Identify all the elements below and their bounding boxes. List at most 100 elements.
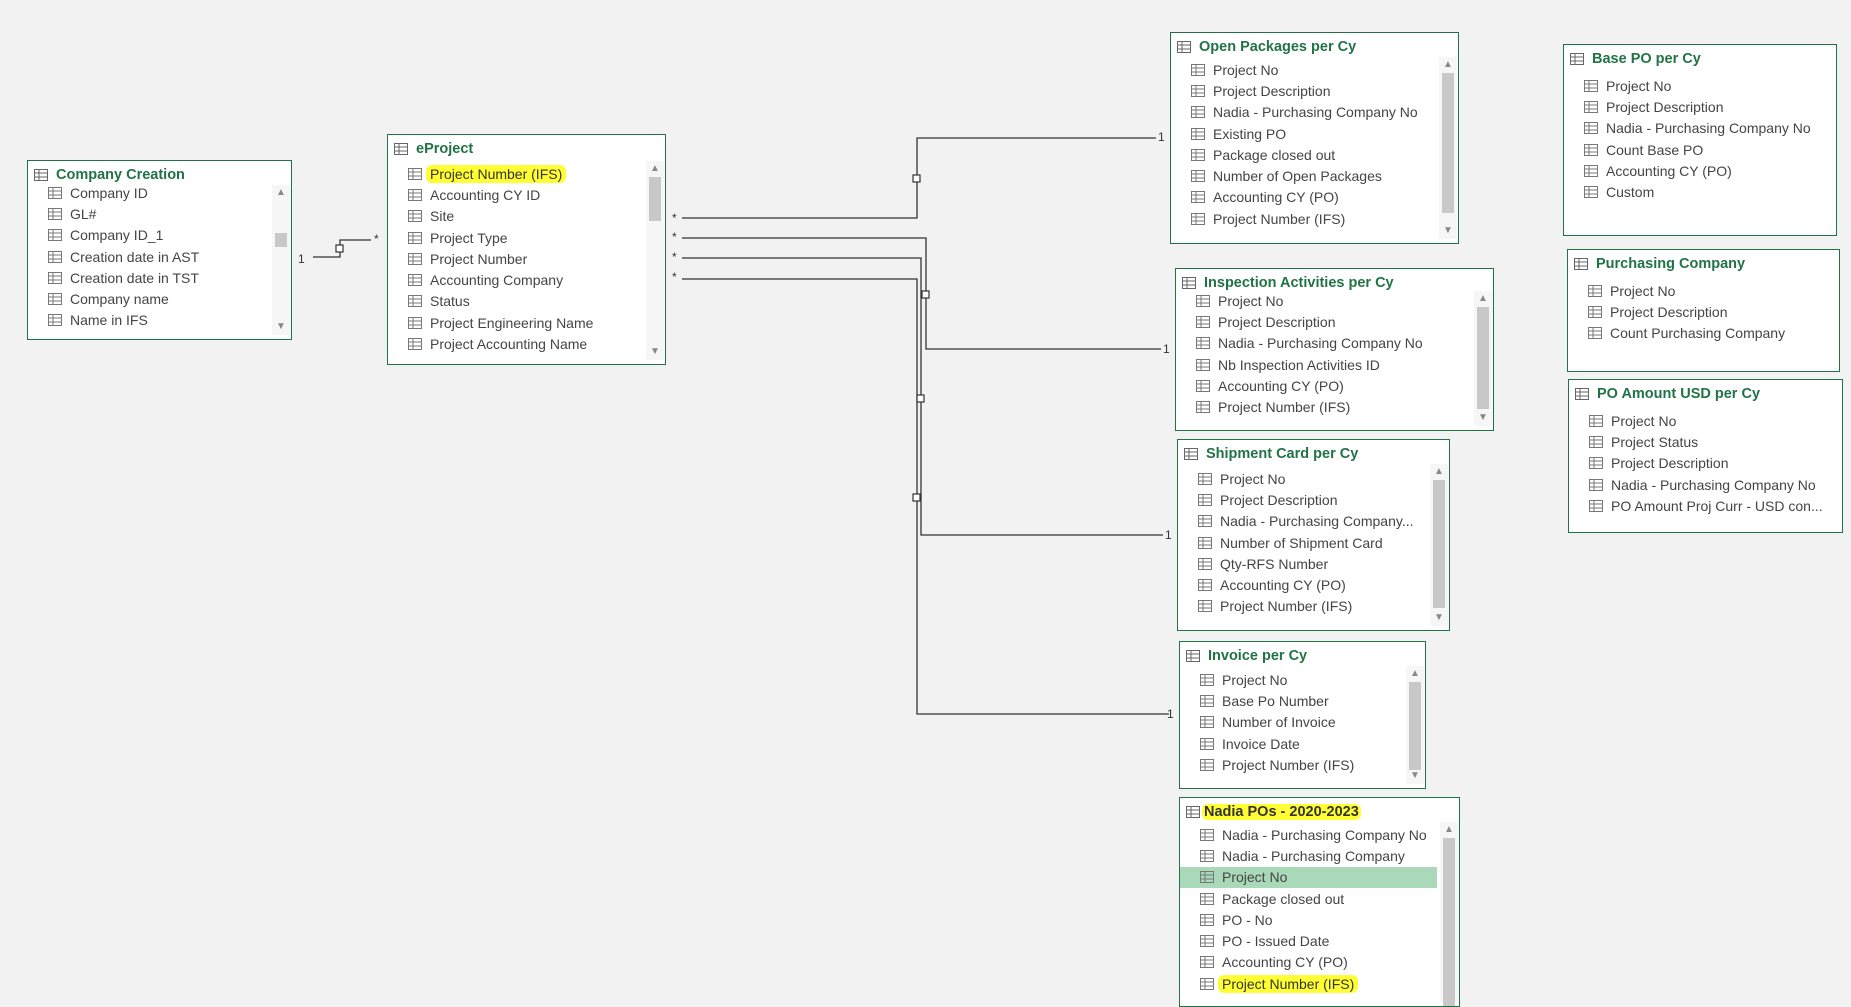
field-row[interactable]: Accounting CY (PO) [1180,952,1437,973]
table-header[interactable]: Purchasing Company [1574,254,1833,274]
field-row[interactable]: Creation date in AST [28,246,269,267]
scrollbar[interactable]: ▲ ▼ [1439,57,1457,239]
field-row[interactable]: Project No [1176,290,1471,311]
field-row[interactable]: Number of Shipment Card [1178,532,1427,553]
field-row[interactable]: Nb Inspection Activities ID [1176,354,1471,375]
field-row[interactable]: Company ID [28,182,269,203]
field-row[interactable]: Project Number (IFS) [1171,208,1436,229]
table-card[interactable]: PO Amount USD per Cy Project No Project … [1568,379,1843,533]
scroll-thumb[interactable] [1442,73,1454,213]
field-row[interactable]: Project Description [1171,80,1436,101]
field-row[interactable]: Project No [1180,669,1403,690]
table-header[interactable]: PO Amount USD per Cy [1575,384,1836,404]
field-row[interactable]: Nadia - Purchasing Company... [1178,511,1427,532]
scrollbar[interactable]: ▲ ▼ [1430,464,1448,626]
table-header[interactable]: Invoice per Cy [1186,646,1419,666]
field-row[interactable]: Accounting CY ID [388,184,643,205]
field-row[interactable]: Project No [1568,280,1817,301]
field-row[interactable]: Project Status [1569,431,1838,452]
scroll-up-icon[interactable]: ▲ [1434,466,1444,477]
table-card[interactable]: Inspection Activities per Cy Project No … [1175,268,1494,431]
field-row[interactable]: Project Description [1178,489,1427,510]
field-row[interactable]: Project Description [1569,453,1838,474]
field-row[interactable]: Accounting CY (PO) [1178,574,1427,595]
scrollbar[interactable]: ▲ ▼ [272,185,290,335]
field-row[interactable]: Creation date in TST [28,267,269,288]
scroll-down-icon[interactable]: ▼ [1434,612,1444,623]
field-row[interactable]: Project Number (IFS) [1180,973,1437,994]
table-card[interactable]: Nadia POs - 2020-2023 Nadia - Purchasing… [1179,797,1460,1007]
field-row[interactable]: Accounting CY (PO) [1564,160,1814,181]
field-row[interactable]: Company ID_1 [28,225,269,246]
scroll-up-icon[interactable]: ▲ [1444,824,1454,835]
scroll-down-icon[interactable]: ▼ [1410,770,1420,781]
field-row[interactable]: Name in IFS [28,310,269,331]
field-row[interactable]: Project Number (IFS) [1178,596,1427,617]
field-row[interactable]: Project Number (IFS) [1176,396,1471,417]
field-row[interactable]: Count Purchasing Company [1568,323,1817,344]
field-row[interactable]: PO - Issued Date [1180,930,1437,951]
table-card[interactable]: Shipment Card per Cy Project No Project … [1177,439,1450,631]
scroll-up-icon[interactable]: ▲ [1443,59,1453,70]
field-row[interactable]: Count Base PO [1564,139,1814,160]
table-card[interactable]: Base PO per Cy Project No Project Descri… [1563,44,1837,236]
field-row[interactable]: GL# [28,203,269,224]
scroll-up-icon[interactable]: ▲ [1478,293,1488,304]
field-row[interactable]: Project Accounting Name [388,333,643,354]
field-row[interactable]: Nadia - Purchasing Company No [1180,824,1437,845]
field-row[interactable]: Status [388,291,643,312]
scrollbar[interactable]: ▲ ▼ [1406,666,1424,784]
field-row[interactable]: Package closed out [1180,888,1437,909]
field-row[interactable]: Base Po Number [1180,690,1403,711]
scroll-thumb[interactable] [275,233,287,247]
scrollbar[interactable]: ▲ ▼ [1474,291,1492,426]
field-row[interactable]: PO - No [1180,909,1437,930]
scroll-up-icon[interactable]: ▲ [1410,668,1420,679]
scroll-thumb[interactable] [1433,480,1445,608]
table-card[interactable]: Invoice per Cy Project No Base Po Number… [1179,641,1426,789]
scroll-down-icon[interactable]: ▼ [1443,225,1453,236]
scroll-down-icon[interactable]: ▼ [276,321,286,332]
scroll-down-icon[interactable]: ▼ [650,346,660,357]
table-header[interactable]: Company Creation [34,165,285,185]
field-row[interactable]: Project No [1569,410,1838,431]
field-row[interactable]: Project Engineering Name [388,312,643,333]
scroll-thumb[interactable] [1443,838,1455,1006]
table-header[interactable]: eProject [394,139,659,159]
field-row[interactable]: Accounting Company [388,269,643,290]
table-card[interactable]: Company Creation Company ID GL# Company … [27,160,292,340]
scroll-thumb[interactable] [649,177,661,221]
field-row[interactable]: Nadia - Purchasing Company No [1171,102,1436,123]
field-row[interactable]: Nadia - Purchasing Company [1180,845,1437,866]
scroll-down-icon[interactable]: ▼ [1478,412,1488,423]
table-card[interactable]: eProject Project Number (IFS) Accounting… [387,134,666,365]
field-row[interactable]: Project No [1171,59,1436,80]
field-row[interactable]: PO Amount Proj Curr - USD con... [1569,495,1838,516]
field-row[interactable]: Project Number (IFS) [388,163,643,184]
field-row[interactable]: Project No [1178,468,1427,489]
field-row[interactable]: Project No [1564,75,1814,96]
table-card[interactable]: Purchasing Company Project No Project De… [1567,249,1840,372]
field-row[interactable]: Site [388,206,643,227]
field-row[interactable]: Project Number (IFS) [1180,754,1403,775]
field-row[interactable]: Number of Open Packages [1171,165,1436,186]
field-row[interactable]: Project Description [1568,301,1817,322]
scroll-up-icon[interactable]: ▲ [650,163,660,174]
field-row[interactable]: Company name [28,288,269,309]
scrollbar[interactable]: ▲ ▼ [646,161,664,360]
field-row[interactable]: Nadia - Purchasing Company No [1176,333,1471,354]
field-row[interactable]: Existing PO [1171,123,1436,144]
table-header[interactable]: Nadia POs - 2020-2023 [1186,802,1453,822]
scroll-thumb[interactable] [1409,682,1421,770]
table-header[interactable]: Inspection Activities per Cy [1182,273,1487,293]
field-row[interactable]: Custom [1564,181,1814,202]
field-row[interactable]: Invoice Date [1180,733,1403,754]
field-row[interactable]: Project Description [1564,96,1814,117]
field-row[interactable]: Project Number [388,248,643,269]
field-row[interactable]: Nadia - Purchasing Company No [1569,474,1838,495]
field-row[interactable]: Nadia - Purchasing Company No [1564,118,1814,139]
scrollbar[interactable]: ▲ [1440,822,1458,1006]
table-header[interactable]: Base PO per Cy [1570,49,1830,69]
field-row[interactable]: Project Type [388,227,643,248]
